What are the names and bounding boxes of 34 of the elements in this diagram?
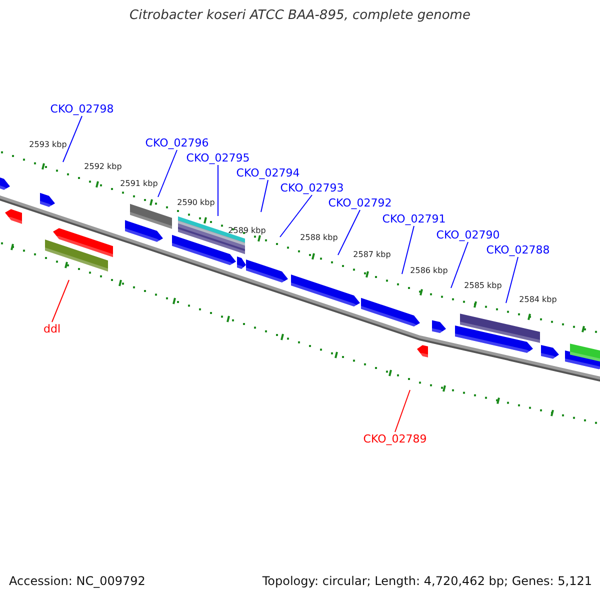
tick-label: 2591 kbp [120, 180, 158, 188]
gene-label: CKO_02798 [50, 104, 114, 114]
leader-line [506, 256, 518, 304]
tick-label: 2584 kbp [519, 296, 557, 304]
gene-label: CKO_02788 [486, 244, 550, 256]
title: Citrobacter koseri ATCC BAA-895, complete genome [128, 9, 472, 22]
tick-label: 2593 kbp [29, 141, 67, 149]
gene-label: CKO_02793 [280, 182, 344, 194]
leader-line [402, 226, 414, 274]
tick-label: 2588 kbp [300, 234, 338, 242]
gene-label: CKO_02795 [186, 152, 250, 164]
gene-label: CKO_02796 [145, 138, 209, 148]
gene-label: CKO_02791 [382, 214, 446, 224]
gene-label: ddl [43, 324, 61, 334]
gene-label: CKO_02792 [328, 198, 392, 208]
tick-label: 2589 kbp [228, 227, 266, 235]
tick-label: 2585 kbp [464, 282, 502, 290]
leader-line [62, 116, 82, 162]
tick-label: 2587 kbp [353, 251, 391, 259]
tick-label: 2586 kbp [410, 267, 448, 275]
leader-line [158, 150, 178, 198]
gene-label: CKO_02789 [363, 434, 427, 444]
leader-line [338, 210, 360, 256]
genome-summary-text: Topology: circular; Length: 4,720,462 bp; Genes: 5,121 [262, 575, 592, 587]
leader-line [394, 390, 410, 432]
tick-label: 2592 kbp [84, 163, 122, 171]
leader-line [52, 280, 70, 322]
accession-text: Accession: NC_009792 [9, 575, 146, 587]
leader-line [280, 194, 312, 238]
tick-label: 2590 kbp [177, 199, 215, 207]
leader-line [450, 242, 468, 288]
gene-label: CKO_02794 [236, 168, 300, 178]
leader-line [260, 180, 268, 212]
gene-label: CKO_02790 [436, 230, 500, 240]
